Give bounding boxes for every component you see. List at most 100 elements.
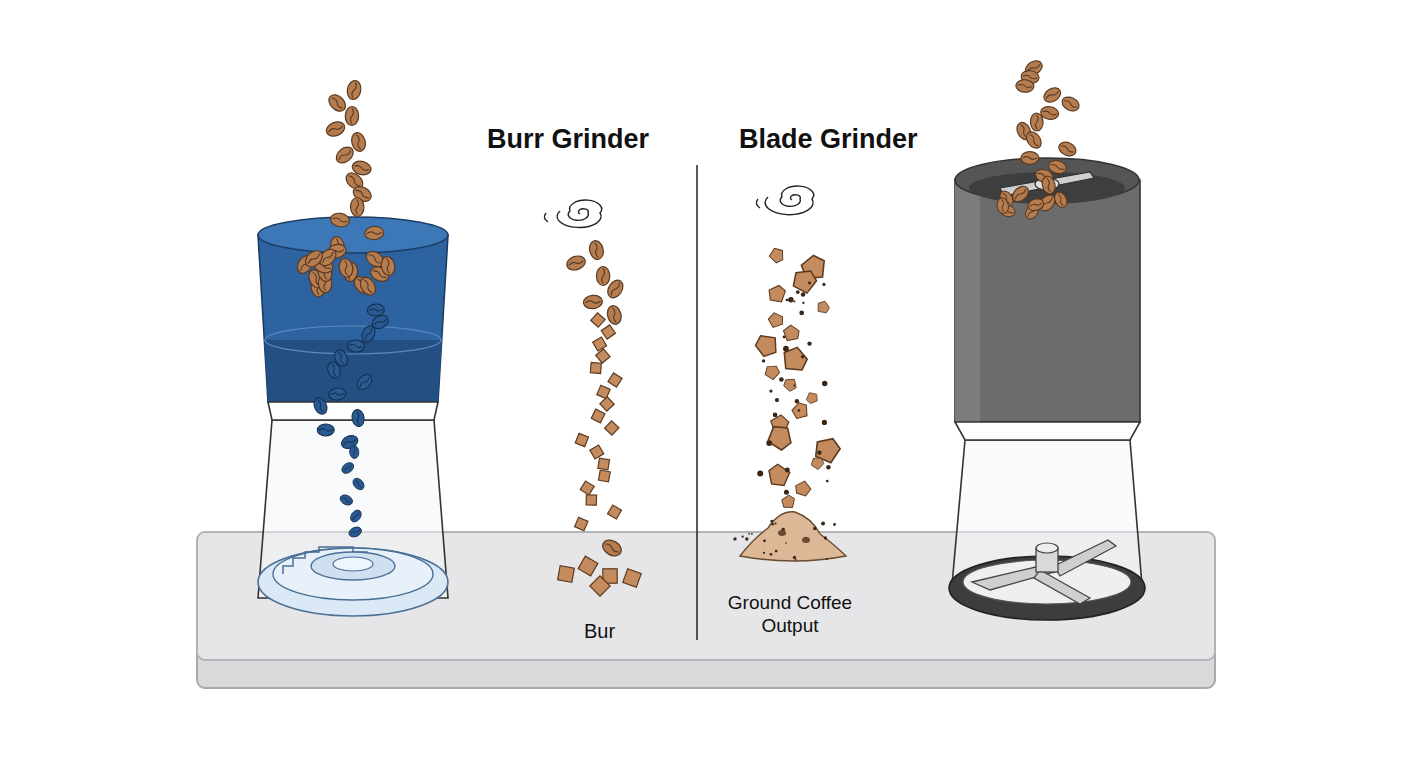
bean-crease xyxy=(1023,75,1038,79)
coffee-dust xyxy=(775,522,777,524)
coffee-dust xyxy=(801,292,806,297)
bean-crease xyxy=(593,242,599,257)
coffee-shard xyxy=(768,312,784,328)
coffee-dust xyxy=(757,471,763,477)
coffee-dust xyxy=(793,556,796,559)
bean-shell xyxy=(996,197,1010,215)
coffee-bean xyxy=(348,508,363,524)
bean-crease xyxy=(367,231,382,235)
bean-crease xyxy=(1045,178,1051,193)
bean-shell xyxy=(311,396,329,416)
coffee-shard xyxy=(779,493,796,510)
bean-shell xyxy=(351,409,366,428)
bean-crease xyxy=(369,308,383,312)
blade-arm xyxy=(1054,540,1116,576)
bean-shell xyxy=(1060,94,1082,113)
burr-ring xyxy=(273,548,433,600)
coffee-dust xyxy=(763,552,765,554)
bean-shell xyxy=(1040,175,1057,196)
bean-shell xyxy=(347,339,365,352)
bean-shell xyxy=(565,254,587,273)
swirl-line xyxy=(765,186,813,215)
burr-disc xyxy=(258,548,448,616)
coffee-bean xyxy=(333,144,356,166)
coffee-chunk xyxy=(608,505,622,519)
coffee-bean xyxy=(364,225,384,240)
bean-crease xyxy=(307,253,320,265)
bean-shell xyxy=(340,460,356,475)
bean-shell xyxy=(1023,129,1044,151)
bean-shell xyxy=(1027,197,1046,212)
glass-base xyxy=(952,440,1142,585)
part-label: Bur xyxy=(584,620,615,643)
bean-shell xyxy=(1052,190,1069,209)
coffee-dust xyxy=(822,420,827,425)
coffee-chunk xyxy=(593,337,607,351)
bean-shell xyxy=(317,424,334,436)
coffee-dust xyxy=(793,384,795,386)
coffee-shard xyxy=(815,299,831,315)
coffee-bean xyxy=(328,387,346,401)
coffee-dust xyxy=(762,359,765,362)
coffee-dust xyxy=(785,468,790,473)
bean-crease xyxy=(1028,133,1039,146)
bean-shell xyxy=(349,445,359,459)
coffee-bean xyxy=(605,304,623,326)
swirl-line xyxy=(544,213,548,222)
coffee-chunk xyxy=(590,576,610,596)
coffee-bean xyxy=(360,324,378,344)
coffee-bean xyxy=(351,409,366,428)
bean-shell xyxy=(380,255,397,276)
coffee-chunk xyxy=(623,569,641,587)
bean-crease xyxy=(1014,188,1026,200)
bean-crease xyxy=(568,259,583,266)
burr-center xyxy=(333,557,373,571)
coffee-dust xyxy=(775,398,779,402)
coffee-bean xyxy=(600,537,624,559)
coffee-chunk xyxy=(580,481,594,495)
coffee-bean xyxy=(1023,202,1042,221)
coffee-bean xyxy=(326,92,349,115)
coffee-grain xyxy=(802,537,810,543)
coffee-shard xyxy=(763,420,796,453)
coffee-dust xyxy=(824,536,827,539)
coffee-bean xyxy=(996,197,1010,215)
coffee-dust xyxy=(770,553,773,556)
coffee-dust xyxy=(748,533,750,535)
coffee-shard xyxy=(788,265,820,297)
bean-shell xyxy=(346,79,363,100)
bean-crease xyxy=(585,300,600,304)
coffee-bean xyxy=(1052,190,1069,209)
bean-crease xyxy=(331,97,344,110)
coffee-bean xyxy=(311,396,329,416)
coffee-dust xyxy=(798,409,800,411)
coffee-bean xyxy=(1027,197,1046,212)
bean-crease xyxy=(328,125,343,133)
bean-shell xyxy=(338,257,355,278)
coffee-dust xyxy=(771,523,774,526)
coffee-dust xyxy=(795,399,799,403)
coffee-bean xyxy=(338,493,354,507)
bean-crease xyxy=(353,447,356,458)
bean-crease xyxy=(319,429,333,432)
coffee-chunk xyxy=(586,495,596,505)
coffee-shard xyxy=(805,390,821,406)
coffee-shard xyxy=(764,461,794,491)
coffee-dust xyxy=(826,558,828,560)
coffee-bean xyxy=(347,339,365,352)
bean-crease xyxy=(1023,157,1037,160)
body-highlight xyxy=(955,180,980,422)
coffee-dust xyxy=(775,550,778,553)
coffee-chunk xyxy=(575,517,588,530)
bean-shell xyxy=(1057,140,1079,159)
bean-shell xyxy=(351,476,366,492)
coffee-shard xyxy=(753,332,781,360)
bean-crease xyxy=(602,268,605,283)
bean-crease xyxy=(350,108,353,123)
coffee-bean xyxy=(1023,129,1044,151)
coffee-bean xyxy=(1040,175,1057,196)
bean-shell xyxy=(605,277,626,300)
coffee-chunk xyxy=(578,556,598,576)
coffee-chunk xyxy=(598,458,610,470)
coffee-chunk xyxy=(591,409,605,423)
